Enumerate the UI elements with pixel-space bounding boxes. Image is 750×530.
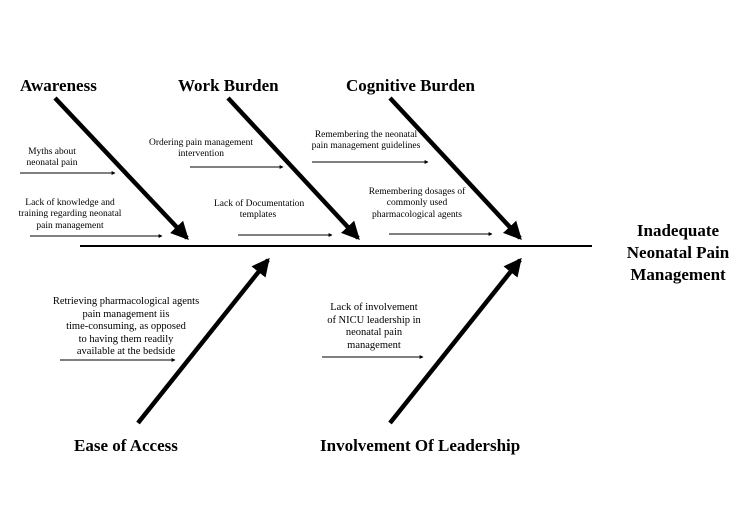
- category-cognitive-burden: Cognitive Burden: [346, 76, 475, 95]
- cause-line: training regarding neonatal: [18, 209, 122, 220]
- leadership-bone: [388, 257, 522, 425]
- cause-documentation: Lack of Documentation templates: [214, 199, 305, 222]
- cause-line: pain management: [36, 220, 104, 231]
- category-ease-of-access: Ease of Access: [74, 436, 178, 455]
- cause-ordering: Ordering pain management intervention: [146, 138, 256, 161]
- cause-line: to having them readily: [78, 333, 174, 345]
- cause-line: available at the bedside: [76, 346, 176, 358]
- cause-remembering-dosages: Remembering dosages of commonly used pha…: [362, 187, 472, 221]
- ease-of-access-bone: [136, 257, 270, 425]
- cause-line: neonatal pain: [345, 327, 403, 339]
- effect-line-1: Inadequate: [636, 221, 720, 240]
- cause-line: Lack of involvement: [330, 302, 418, 313]
- category-involvement-of-leadership: Involvement Of Leadership: [320, 436, 521, 455]
- cause-myths: Myths about neonatal pain: [22, 147, 82, 170]
- effect-line-2: Neonatal Pain: [626, 243, 730, 263]
- cause-line: templates: [239, 210, 277, 221]
- awareness-bone: [53, 96, 189, 240]
- cause-line: Remembering the neonatal: [314, 130, 418, 140]
- category-awareness: Awareness: [20, 76, 97, 95]
- cause-line: time-consuming, as opposed: [66, 321, 186, 333]
- effect-line-3: Management: [630, 265, 726, 285]
- cause-line: Myths about: [28, 147, 76, 157]
- cause-line: of NICU leadership in: [327, 314, 421, 326]
- cause-line: Ordering pain management: [149, 138, 253, 148]
- cause-line: management: [347, 339, 401, 351]
- cause-leadership: Lack of involvement of NICU leadership i…: [318, 302, 430, 352]
- cause-lack-knowledge: Lack of knowledge and training regarding…: [18, 198, 122, 232]
- effect-label: Inadequate Neonatal Pain Management: [614, 220, 742, 286]
- cause-line: pharmacological agents: [372, 209, 462, 220]
- cause-line: Lack of Documentation: [214, 199, 305, 209]
- cause-line: intervention: [178, 149, 224, 160]
- cause-line: commonly used: [386, 198, 448, 209]
- cause-line: Remembering dosages of: [368, 187, 466, 197]
- category-work-burden: Work Burden: [178, 76, 279, 95]
- cause-line: pain management guidelines: [311, 141, 421, 152]
- cause-line: Retrieving pharmacological agents: [52, 296, 200, 307]
- cause-line: Lack of knowledge and: [25, 198, 115, 208]
- cause-line: neonatal pain: [26, 158, 78, 169]
- cause-line: pain management iis: [82, 308, 170, 320]
- cause-retrieving: Retrieving pharmacological agents pain m…: [50, 296, 202, 359]
- cause-remembering-guidelines: Remembering the neonatal pain management…: [306, 130, 426, 153]
- cognitive-burden-bone: [388, 96, 522, 240]
- work-burden-bone: [226, 96, 360, 240]
